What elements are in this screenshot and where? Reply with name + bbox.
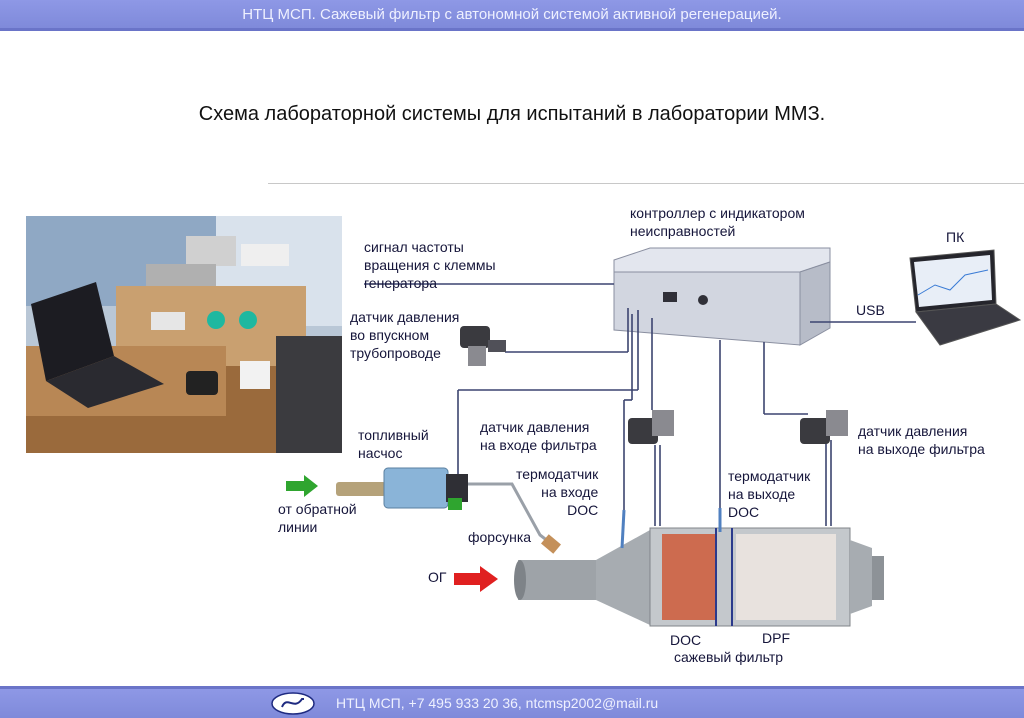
thermocouple-inlet	[620, 509, 626, 549]
frequency-signal-label: сигнал частоты вращения с клеммы генерат…	[364, 239, 496, 291]
footer-divider	[0, 686, 1024, 689]
fuel-pump-label: топливный насчос	[358, 427, 429, 461]
footer-bar	[0, 689, 1024, 718]
company-logo-icon	[271, 692, 315, 715]
controller-label: контроллер с индикатором неисправностей	[630, 205, 805, 239]
thermo-inlet-label: термодатчик на входе DOC	[516, 466, 599, 518]
laptop-icon	[909, 249, 1022, 346]
intake-pressure-sensor	[460, 326, 506, 366]
filter-outlet-pressure-label: датчик давления на выходе фильтра	[858, 423, 985, 457]
injector-label: форсунка	[468, 529, 532, 545]
injector-nozzle	[541, 534, 561, 554]
exhaust-gas-label: ОГ	[428, 569, 447, 585]
exhaust-gas-arrow-icon	[454, 566, 498, 592]
doc-label: DOC	[670, 632, 702, 648]
filter-inlet-pressure-label: датчик давления на входе фильтра	[480, 419, 597, 453]
return-line-arrow-icon	[286, 475, 318, 497]
signal-wires	[364, 283, 916, 526]
return-line-label: от обратной линии	[278, 501, 357, 535]
header-title: НТЦ МСП. Сажевый фильтр с автономной сис…	[242, 6, 782, 23]
intake-pressure-label: датчик давления во впускном трубопроводе	[350, 309, 460, 361]
laboratory-photo	[26, 216, 342, 453]
pc-label: ПК	[946, 229, 965, 245]
header-bar	[0, 0, 1024, 28]
dpf-label: DPF	[762, 630, 790, 646]
soot-filter-label: сажевый фильтр	[674, 649, 784, 665]
filter-inlet-pressure-sensor	[628, 410, 674, 444]
header-divider	[0, 28, 1024, 31]
fuel-pump	[336, 467, 468, 510]
controller-unit	[613, 247, 831, 346]
thermo-outlet-label: термодатчик на выходе DOC	[728, 468, 811, 520]
separator-line	[268, 183, 1024, 184]
usb-label: USB	[856, 302, 885, 318]
filter-assembly	[514, 527, 884, 627]
slide-subtitle: Схема лабораторной системы для испытаний…	[198, 103, 826, 125]
filter-outlet-pressure-sensor	[800, 410, 848, 444]
footer-contact: НТЦ МСП, +7 495 933 20 36, ntcmsp2002@ma…	[336, 695, 659, 711]
